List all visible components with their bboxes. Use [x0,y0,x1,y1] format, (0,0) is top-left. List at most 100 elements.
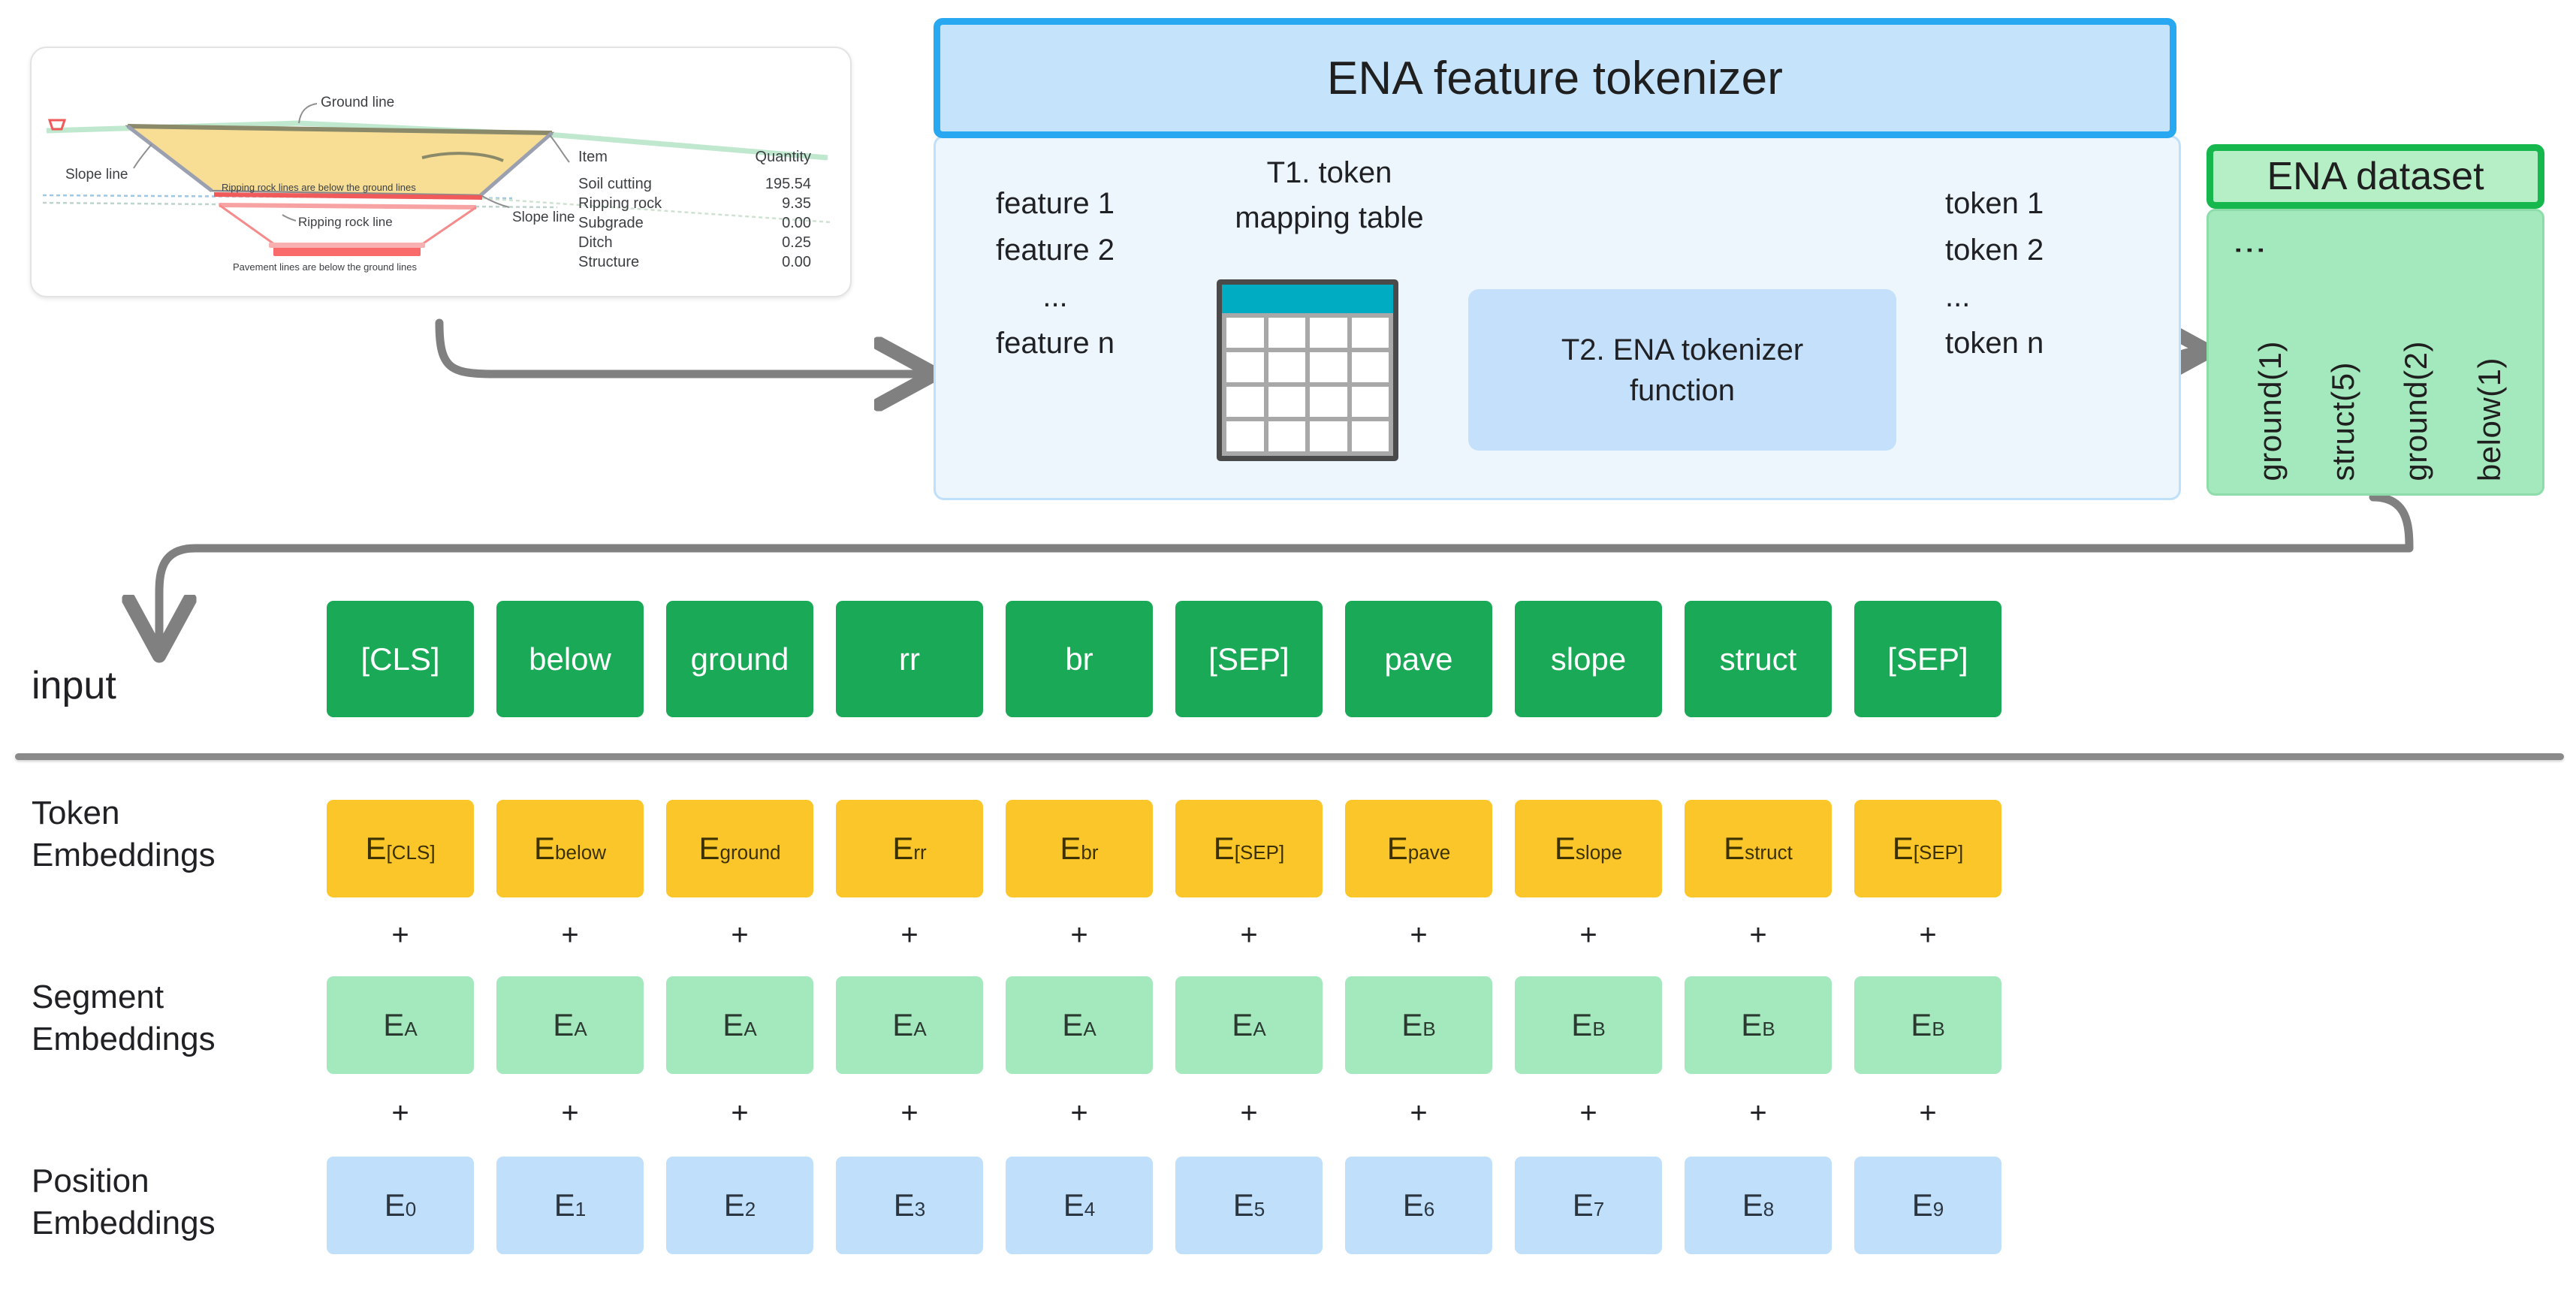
mapping-table-caption-line2: mapping table [1235,201,1424,234]
mapping-table-caption: T1. token mapping table [1172,150,1487,240]
token-embedding-cell[interactable]: E[SEP] [1175,800,1323,897]
quantity-table-header-quantity: Quantity [755,149,811,165]
input-token-cell[interactable]: br [1006,601,1153,717]
section-divider [15,753,2564,760]
token-embeddings-label: Token Embeddings [32,792,216,877]
token-embeddings-label-line2: Embeddings [32,837,216,874]
token-item: token 1 [1945,187,2044,220]
segment-embeddings-label-line1: Segment [32,979,164,1015]
quantity-row-value: 9.35 [782,195,811,212]
token-embedding-cell[interactable]: E[CLS] [327,800,474,897]
token-item: token 2 [1945,234,2044,267]
plus-sign: + [900,918,918,952]
plus-sign: + [1919,1096,1937,1130]
segment-embeddings-label: Segment Embeddings [32,976,216,1061]
plus-sign: + [1240,918,1258,952]
input-row-label: input [32,664,116,707]
quantity-row-item: Ditch [578,234,613,251]
dataset-item: ground(1) [2252,341,2288,481]
input-token-cell[interactable]: struct [1685,601,1832,717]
input-token-cell[interactable]: [SEP] [1854,601,2001,717]
input-token-cell[interactable]: rr [836,601,983,717]
tokenizer-header: ENA feature tokenizer [934,18,2176,138]
quantity-row-item: Soil cutting [578,176,652,192]
plus-sign: + [561,918,579,952]
function-box-line2: function [1629,373,1736,407]
tokenizer-title: ENA feature tokenizer [1326,52,1784,104]
table-grid [1222,313,1393,456]
token-mapping-table-icon [1217,279,1398,461]
ena-dataset-header: ENA dataset [2206,144,2544,209]
table-header-row [1222,285,1393,313]
token-embeddings-label-line1: Token [32,795,120,831]
plus-sign: + [1240,1096,1258,1130]
position-embeddings-label-line2: Embeddings [32,1205,216,1242]
function-box-line1: T2. ENA tokenizer [1561,333,1804,366]
plus-sign: + [1579,918,1597,952]
dataset-item: ground(2) [2398,341,2433,481]
cross-section-drawing [42,103,833,256]
quantity-row-item: Structure [578,254,640,270]
token-item: ... [1945,280,1971,313]
segment-embeddings-label-line2: Embeddings [32,1021,216,1058]
quantity-row-value: 0.00 [782,215,811,231]
token-embedding-cell[interactable]: E[SEP] [1854,800,2001,897]
input-token-cell[interactable]: pave [1345,601,1492,717]
token-list: token 1 token 2 ... token n [1945,180,2125,366]
plus-sign: + [1749,1096,1767,1130]
plus-sign: + [1749,918,1767,952]
dataset-ellipsis: ⋮ [2231,234,2267,267]
input-token-cell[interactable]: slope [1515,601,1662,717]
token-item: token n [1945,327,2044,360]
feature-list: feature 1 feature 2 ... feature n [969,180,1142,366]
quantity-row-value: 195.54 [765,176,811,192]
feature-item: feature n [996,327,1115,360]
input-token-cell[interactable]: [SEP] [1175,601,1323,717]
arrow-illustration-to-tokenizer [435,318,925,374]
plus-sign: + [1919,918,1937,952]
input-token-cell[interactable]: below [496,601,644,717]
quantity-row-item: Ripping rock [578,195,662,212]
plus-sign: + [900,1096,918,1130]
plus-sign: + [1070,1096,1088,1130]
note-pavement: Pavement lines are below the ground line… [233,261,417,273]
dataset-item: below(1) [2472,357,2507,481]
quantity-row-value: 0.00 [782,254,811,270]
label-slope-line-right: Slope line [512,210,575,225]
note-ripping-rock: Ripping rock lines are below the ground … [222,182,416,193]
cross-section-illustration-card: Ground line Slope line Slope line Rippin… [30,47,852,297]
plus-sign: + [391,1096,409,1130]
ena-dataset-title: ENA dataset [2267,155,2484,198]
plus-sign: + [1410,918,1428,952]
input-token-cell[interactable]: [CLS] [327,601,474,717]
input-token-cell[interactable]: ground [666,601,813,717]
position-embeddings-label-line1: Position [32,1163,149,1199]
